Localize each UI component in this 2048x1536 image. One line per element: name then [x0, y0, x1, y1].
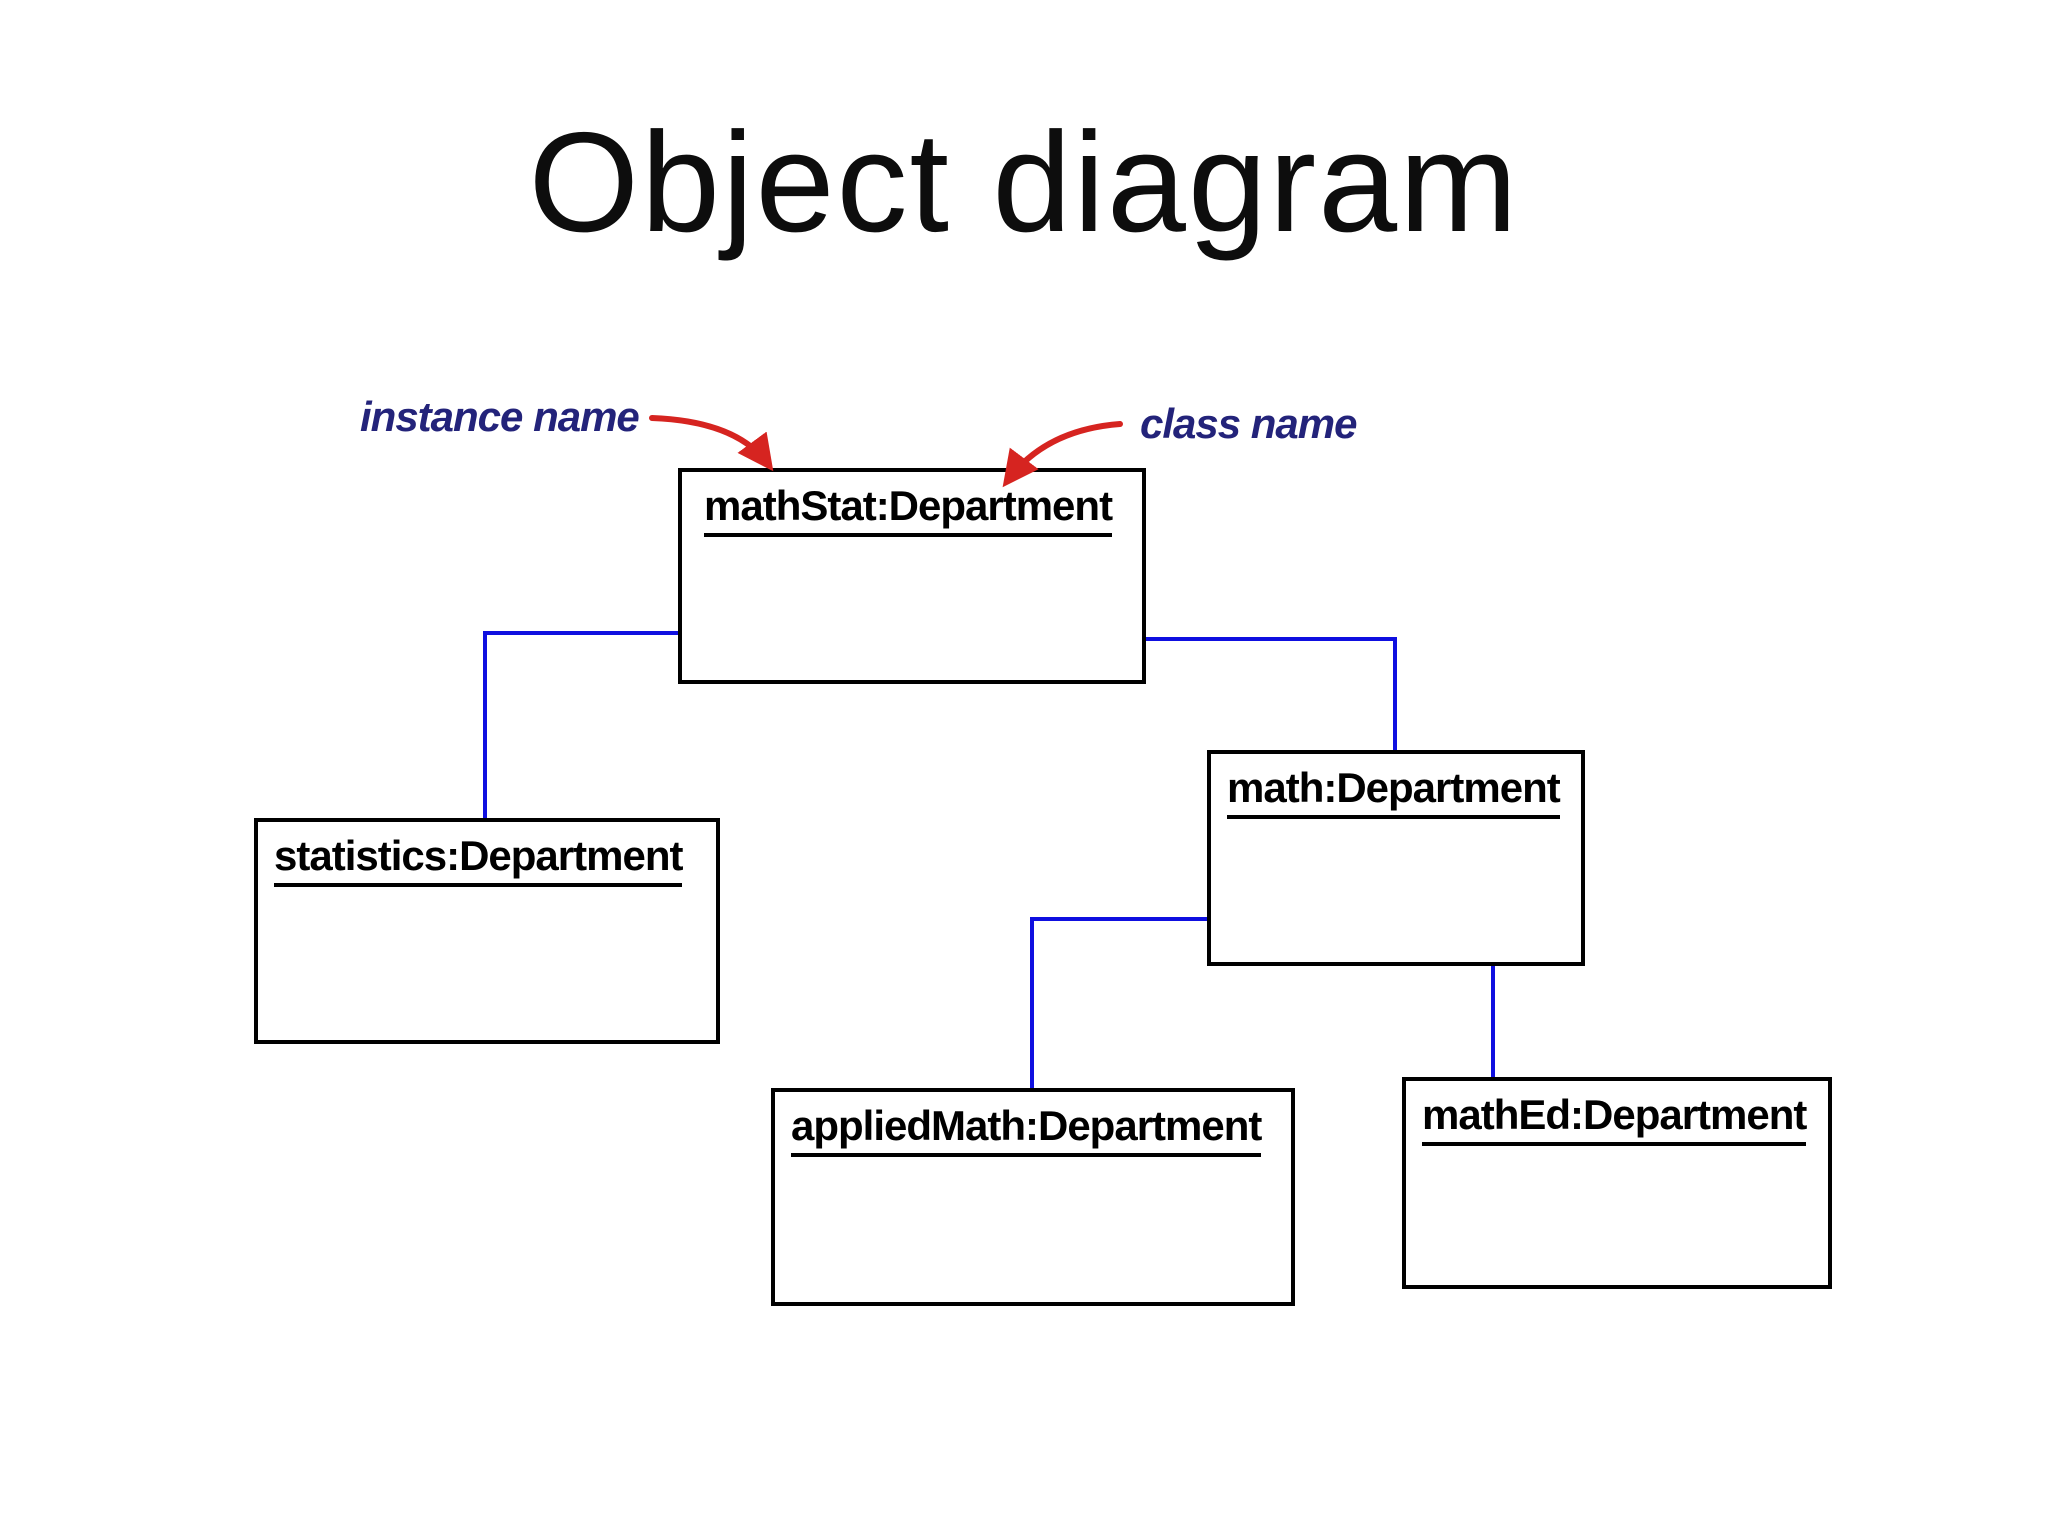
- object-box-math: math:Department: [1207, 750, 1585, 966]
- instance-name-label: instance name: [360, 393, 640, 440]
- object-box-mathstat: mathStat:Department: [678, 468, 1146, 684]
- slide-title: Object diagram: [528, 103, 1520, 262]
- object-box-appliedmath: appliedMath:Department: [771, 1088, 1295, 1306]
- link-mathstat-statistics-horizontal: [483, 631, 683, 635]
- link-math-appliedmath-vertical: [1030, 917, 1034, 1090]
- link-math-appliedmath-horizontal: [1030, 917, 1209, 921]
- object-title: mathStat:Department: [704, 482, 1113, 538]
- object-title: mathEd:Department: [1422, 1091, 1807, 1147]
- object-title: appliedMath:Department: [791, 1102, 1262, 1158]
- instance-name-arrow: [649, 415, 774, 472]
- class-name-label: class name: [1140, 400, 1357, 447]
- object-box-mathed: mathEd:Department: [1402, 1077, 1832, 1289]
- link-math-mathed-vertical: [1491, 962, 1495, 1079]
- object-title: statistics:Department: [274, 832, 683, 888]
- link-mathstat-statistics-vertical: [483, 631, 487, 820]
- link-mathstat-math-horizontal: [1146, 637, 1397, 641]
- object-title: math:Department: [1227, 764, 1561, 820]
- link-mathstat-math-vertical: [1393, 637, 1397, 752]
- object-box-statistics: statistics:Department: [254, 818, 720, 1044]
